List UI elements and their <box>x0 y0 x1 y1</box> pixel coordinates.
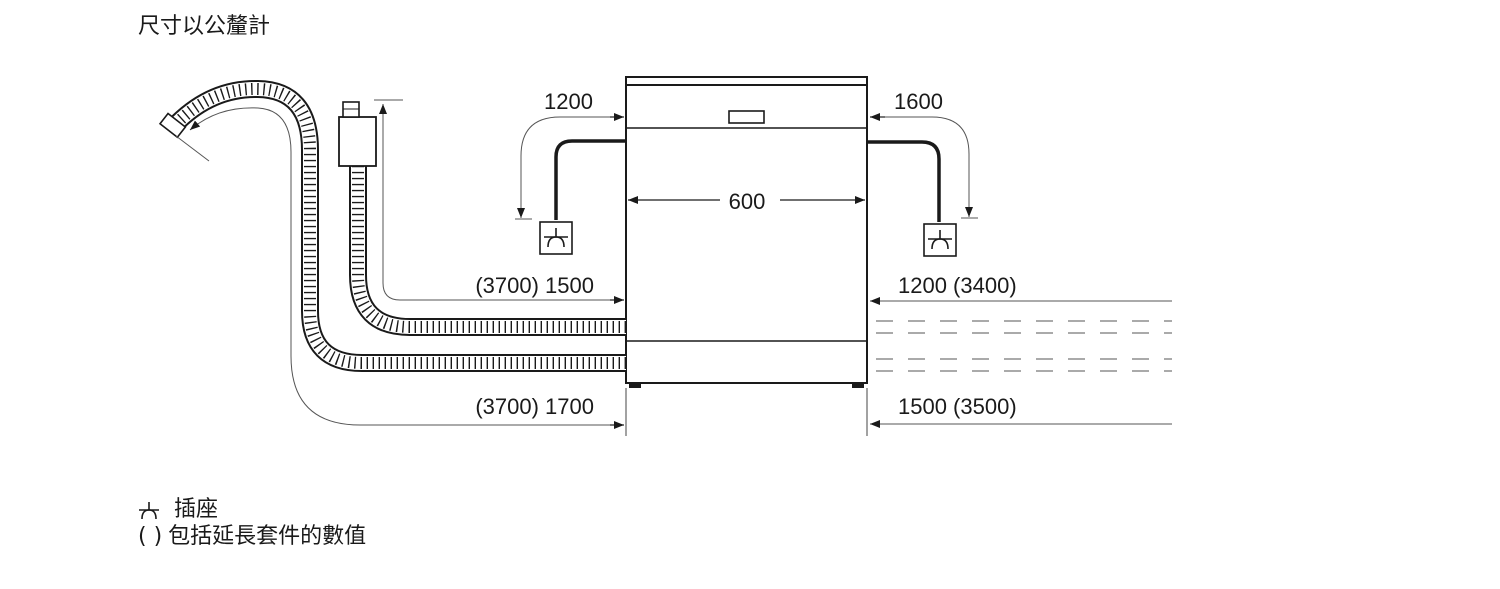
extension-lines <box>625 388 868 436</box>
right-hose-upper-label: 1200 (3400) <box>898 273 1017 298</box>
left-foot <box>629 382 641 388</box>
left-cable-label: 1200 <box>544 89 593 114</box>
right-hose-dimensions <box>870 297 1172 428</box>
width-label: 600 <box>729 189 766 214</box>
legend: 插座 ( ) 包括延長套件的數值 <box>138 496 366 550</box>
right-hoses-dashed <box>876 320 1172 372</box>
legend-socket-row: 插座 <box>138 496 366 523</box>
legend-paren-row: ( ) 包括延長套件的數值 <box>138 523 366 550</box>
legend-paren-label: 包括延長套件的數值 <box>168 524 367 549</box>
power-socket-icon <box>539 221 573 255</box>
left-hose-upper-label: (3700) 1500 <box>475 273 594 298</box>
left-hose-lower-label: (3700) 1700 <box>475 394 594 419</box>
inlet-hose-dimension <box>374 99 624 301</box>
drain-hose-dimension <box>175 107 624 426</box>
right-power-cable <box>867 113 978 222</box>
right-cable-label: 1600 <box>894 89 943 114</box>
legend-socket-label: 插座 <box>174 497 219 522</box>
right-hose-lower-label: 1500 (3500) <box>898 394 1017 419</box>
right-foot <box>852 382 864 388</box>
aquastop-valve <box>338 116 377 167</box>
legend-paren-symbol: ( ) <box>138 524 163 549</box>
water-inlet-hose <box>338 101 626 336</box>
dishwasher-body <box>625 76 868 388</box>
left-power-cable <box>515 113 626 220</box>
door-handle <box>728 110 765 124</box>
power-socket-icon <box>139 501 159 519</box>
drain-hose <box>158 79 626 372</box>
drain-hose-end <box>158 112 187 139</box>
power-socket-icon <box>923 223 957 257</box>
unit-note: 尺寸以公釐計 <box>138 14 271 39</box>
